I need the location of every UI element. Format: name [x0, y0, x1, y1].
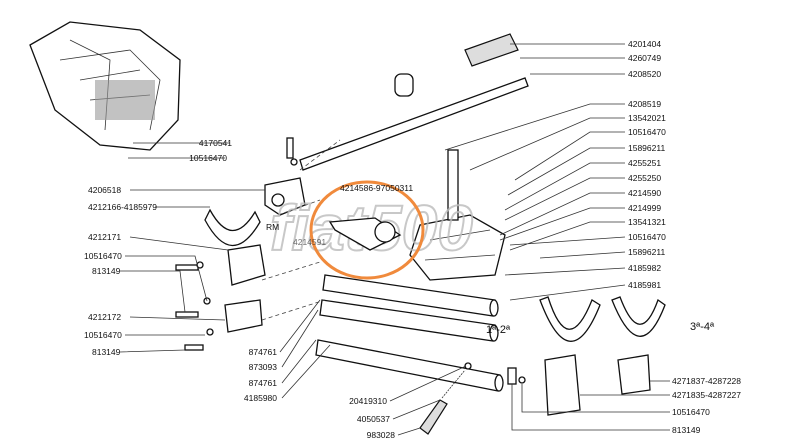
part-label: 4214590 — [628, 188, 661, 198]
part-label: 10516470 — [628, 127, 666, 137]
part-label: 4201404 — [628, 39, 661, 49]
part-label: 13542021 — [628, 113, 666, 123]
part-label: 813149 — [672, 425, 701, 435]
gearbox-thumbnail — [29, 21, 181, 151]
part-label: 10516470 — [672, 407, 710, 417]
part-label: 4271835-4287227 — [672, 390, 741, 400]
part-label: 4206518 — [88, 185, 121, 195]
rubber-boot — [394, 33, 519, 97]
partial-label: 4214591 — [293, 237, 326, 247]
part-label: 4271837-4287228 — [672, 376, 741, 386]
highlight-circle — [309, 180, 425, 280]
part-label: 4214999 — [628, 203, 661, 213]
part-label: 4212172 — [88, 312, 121, 322]
highlighted-lever — [328, 217, 402, 251]
part-label: 4260749 — [628, 53, 661, 63]
rod-labels: 874761 873093 874761 4185980 — [244, 347, 277, 403]
part-label: 10516470 — [84, 251, 122, 261]
fork-3-4-label: 3ª-4ª — [690, 321, 715, 333]
part-label: 813149 — [92, 266, 121, 276]
part-label: 13541321 — [628, 217, 666, 227]
part-label: 15896211 — [628, 143, 665, 153]
part-label: 10516470 — [189, 153, 227, 163]
left-labels: 4170541 10516470 4206518 4212166-4185979… — [84, 138, 232, 357]
selector-housing — [409, 149, 506, 281]
part-label: 4212166-4185979 — [88, 202, 157, 212]
spring-labels: 20419310 4050537 983028 — [349, 396, 395, 440]
fork-part-labels: 4271837-4287228 4271835-4287227 10516470… — [672, 376, 741, 435]
selector-rods — [299, 77, 529, 392]
spring-plunger — [419, 362, 472, 435]
part-label: 983028 — [367, 430, 396, 440]
part-label: 4208519 — [628, 99, 661, 109]
right-labels: 4201404 4260749 4208520 4208519 13542021… — [628, 39, 666, 290]
part-label: 813149 — [92, 347, 121, 357]
part-label: 15896211 — [628, 247, 665, 257]
part-label: 874761 — [249, 378, 278, 388]
shift-forks — [507, 296, 666, 416]
part-label: 4255251 — [628, 158, 661, 168]
part-label: 10516470 — [628, 232, 666, 242]
part-label: 4185980 — [244, 393, 277, 403]
part-label: 4185982 — [628, 263, 661, 273]
part-label: 20419310 — [349, 396, 387, 406]
part-label: 4212171 — [88, 232, 121, 242]
part-label: 10516470 — [84, 330, 122, 340]
part-label: 874761 — [249, 347, 278, 357]
rm-label: RM — [266, 222, 279, 232]
part-label: 4255250 — [628, 173, 661, 183]
part-label: 4208520 — [628, 69, 661, 79]
part-label: 4050537 — [357, 414, 390, 424]
part-label: 4185981 — [628, 280, 661, 290]
part-label: 4170541 — [199, 138, 232, 148]
assembly-label: 4214586-97050311 — [340, 183, 413, 193]
leader-lines — [119, 43, 670, 436]
fork-1-2-label: 1ª-2ª — [486, 324, 511, 336]
part-label: 873093 — [249, 362, 278, 372]
